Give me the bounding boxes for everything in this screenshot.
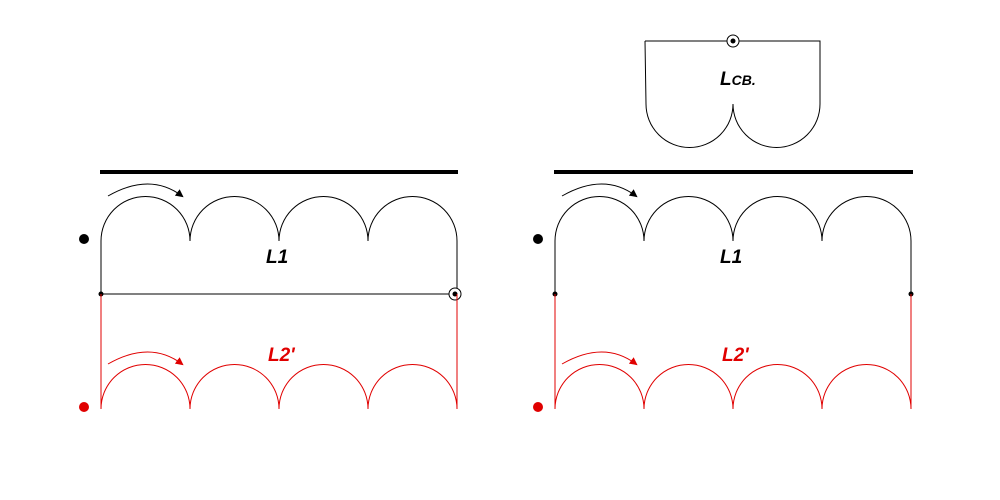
right-secondary-direction-arrow <box>561 351 638 366</box>
right-primary-direction-arrow <box>561 183 638 198</box>
left-terminal-ring-dot <box>452 291 458 297</box>
right-secondary-polarity-dot <box>533 402 543 412</box>
left-primary-direction-arrow <box>107 183 184 198</box>
coupling-label-sub: СВ. <box>732 72 756 88</box>
right-secondary-coil <box>554 294 912 410</box>
coupling-label-main: L <box>720 69 732 90</box>
left-secondary-coil <box>100 294 458 410</box>
right-primary-coil <box>554 196 912 294</box>
coupling-label: LСВ. <box>720 69 756 90</box>
right-l1-label: L1 <box>720 247 742 268</box>
right-primary-polarity-dot <box>533 234 543 244</box>
right-l2-label: L2' <box>722 345 750 366</box>
left-l2-label: L2' <box>268 345 296 366</box>
left-l1-label: L1 <box>266 247 288 268</box>
left-primary-polarity-dot <box>79 234 89 244</box>
left-primary-coil <box>100 196 458 294</box>
right-circuit: LСВ. L1 L2' <box>533 34 914 412</box>
left-secondary-polarity-dot <box>79 402 89 412</box>
coupling-terminal-ring-dot <box>730 38 736 44</box>
coupling-coil <box>644 40 821 148</box>
left-circuit: L1 L2' <box>79 170 462 412</box>
left-secondary-direction-arrow <box>107 351 184 366</box>
